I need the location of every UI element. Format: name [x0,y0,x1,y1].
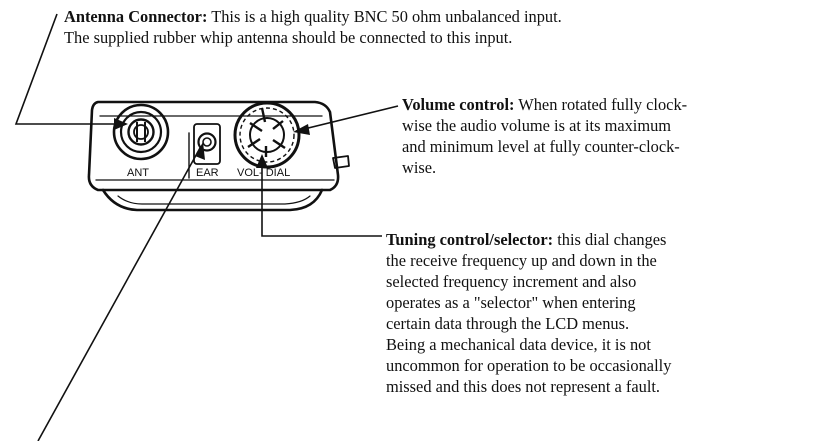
volume-text-line-4: wise. [402,158,437,177]
tuning-text-line-6: Being a mechanical data device, it is no… [386,335,651,354]
earphone-jack [193,123,221,165]
volume-heading: Volume control: [402,95,515,114]
radio-body [87,100,350,212]
ear-arrowhead [195,142,205,160]
volume-text-line-2: wise the audio volume is at its maximum [402,116,672,135]
tuning-text-line-3: selected frequency increment and also [386,272,637,291]
tuning-text-line-5: certain data through the LCD menus. [386,314,630,333]
volume-arrowhead [293,124,310,135]
ear-leader-line [37,147,201,441]
tuning-text-line-1: this dial changes [553,230,667,249]
volume-text-line-1: When rotated fully clock- [514,95,688,114]
tuning-arrowhead [256,154,268,168]
tuning-text-line-4: operates as a "selector" when entering [386,293,636,312]
ear-label: EAR [196,167,219,179]
volume-leader-line [295,105,399,132]
ant-label: ANT [127,167,149,179]
antenna-leader-line [14,13,126,125]
bnc-connector [112,103,170,161]
volume-tuning-knob [233,101,301,169]
tuning-control-callout: Tuning control/selector: this dial chang… [386,229,671,397]
volume-control-callout: Volume control: When rotated fully clock… [402,94,687,178]
volume-text-line-3: and minimum level at fully counter-clock… [402,137,680,156]
tuning-text-line-2: the receive frequency up and down in the [386,251,657,270]
antenna-text-line-1: This is a high quality BNC 50 ohm unbala… [207,7,562,26]
vol-dial-label: VOL- DIAL [237,167,290,179]
tuning-text-line-7: uncommon for operation to be occasionall… [386,356,672,375]
antenna-text-line-2: The supplied rubber whip antenna should … [64,28,513,47]
antenna-connector-callout: Antenna Connector: This is a high qualit… [64,6,562,48]
antenna-arrowhead [114,118,128,130]
tuning-text-line-8: missed and this does not represent a fau… [386,377,661,396]
antenna-heading: Antenna Connector: [64,7,208,26]
tuning-heading: Tuning control/selector: [386,230,554,249]
tuning-leader-line [261,160,382,237]
